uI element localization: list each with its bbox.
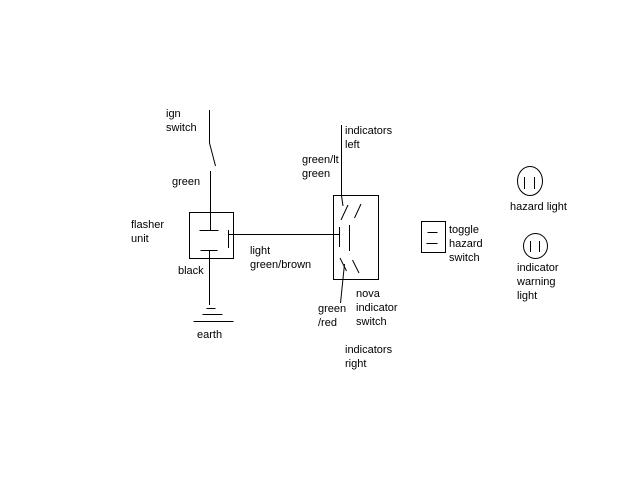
indicator-warning-light-label: indicator warning light (517, 262, 559, 302)
nova-bottom-contact-1 (339, 257, 347, 272)
toggle-hazard-switch-symbol (421, 221, 446, 253)
nova-top-contact-2 (354, 203, 362, 219)
nova-indicator-switch-box (333, 195, 379, 280)
ign-switch-symbol (209, 110, 216, 167)
green-lt-green-wire-label: green/lt green (302, 154, 339, 180)
hazard-light-label: hazard light (510, 201, 567, 213)
indicators-left-wire (341, 125, 344, 207)
green-red-wire-label: green /red (318, 303, 347, 329)
nova-indicator-switch-label: nova indicator switch (356, 288, 398, 328)
flasher-unit-symbol (189, 212, 234, 259)
indicators-right-label: indicators right (345, 344, 393, 370)
indicators-left-label: indicators left (345, 125, 393, 151)
flasher-unit-box (189, 212, 234, 259)
black-wire-label: black (178, 265, 204, 277)
indicator-warning-light-symbol (523, 233, 548, 259)
hazard-light-symbol (517, 166, 543, 196)
nova-indicator-switch-symbol (333, 195, 379, 280)
green-wire-label: green (172, 176, 201, 188)
toggle-hazard-switch-label: toggle hazard switch (449, 224, 483, 264)
ign-switch-blade (209, 142, 216, 167)
indicator-warning-light-bulb (523, 233, 548, 259)
nova-top-contact-1 (340, 204, 349, 221)
toggle-hazard-switch-box (421, 221, 446, 253)
nova-bottom-contact-2 (352, 259, 360, 274)
light-green-brown-wire-label: light green/brown (250, 245, 312, 271)
earth-label: earth (197, 329, 223, 341)
ign-switch-label: ign switch (166, 108, 197, 134)
flasher-unit-label: flasher unit (131, 219, 165, 245)
earth-ground-symbol (193, 308, 234, 322)
hazard-light-bulb (517, 166, 543, 196)
indicators-right-wire (340, 263, 345, 304)
